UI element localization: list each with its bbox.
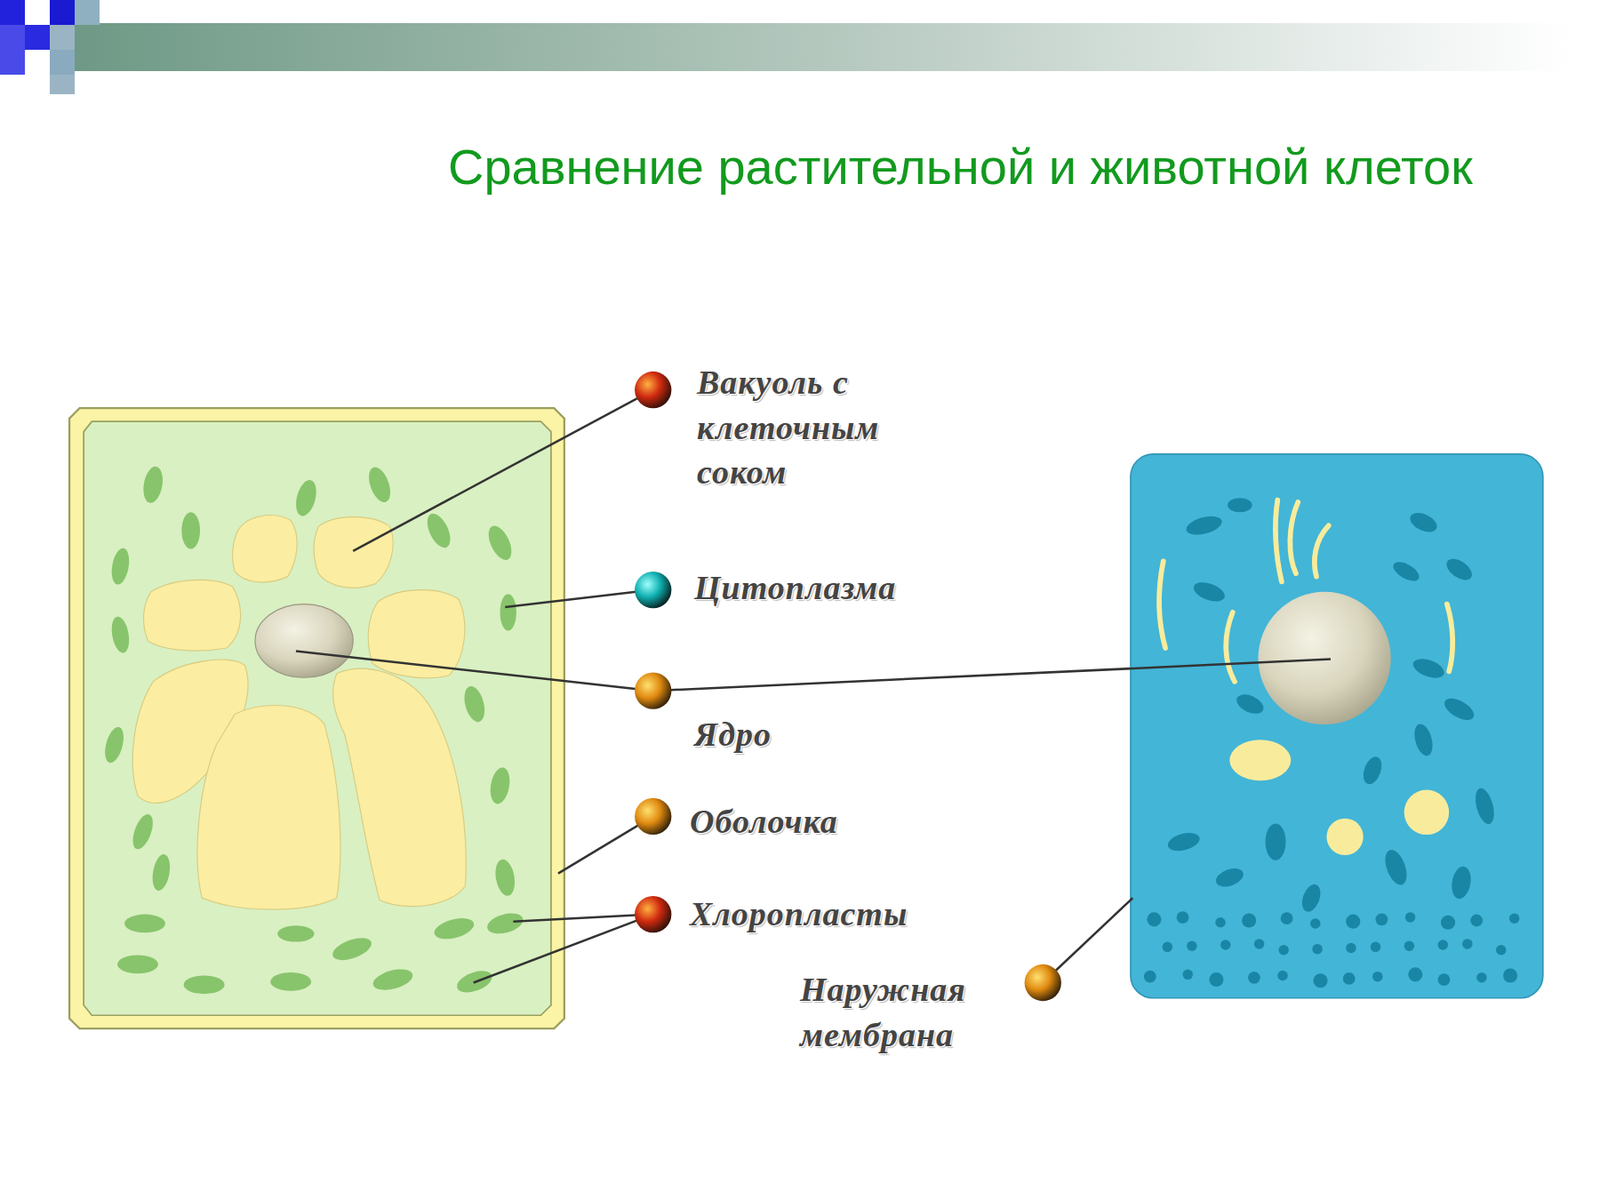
animal-nucleus (1257, 592, 1391, 725)
callout-label: Оболочка (689, 799, 1046, 845)
callout-label: Наружная мембрана (800, 967, 1014, 1057)
header-squares (0, 0, 100, 95)
yellow-granules (1229, 739, 1449, 856)
plant-nucleus (255, 604, 353, 679)
header-bar (24, 23, 1572, 72)
callout-label: Хлоропласты (689, 891, 1064, 937)
vacuoles (132, 515, 466, 911)
granule-dots (1144, 911, 1520, 988)
plant-cell (69, 408, 565, 1029)
leader-lines (296, 390, 1331, 984)
organelles (1166, 497, 1498, 914)
slide-title: Сравнение растительной и животной клеток (448, 137, 1473, 196)
chloroplasts (101, 464, 526, 997)
callout-label: Цитоплазма (694, 565, 1050, 611)
animal-cell (1130, 454, 1544, 999)
callout-label: Ядро (694, 712, 961, 758)
callout-label: Вакуоль с клеточным соком (696, 360, 964, 496)
